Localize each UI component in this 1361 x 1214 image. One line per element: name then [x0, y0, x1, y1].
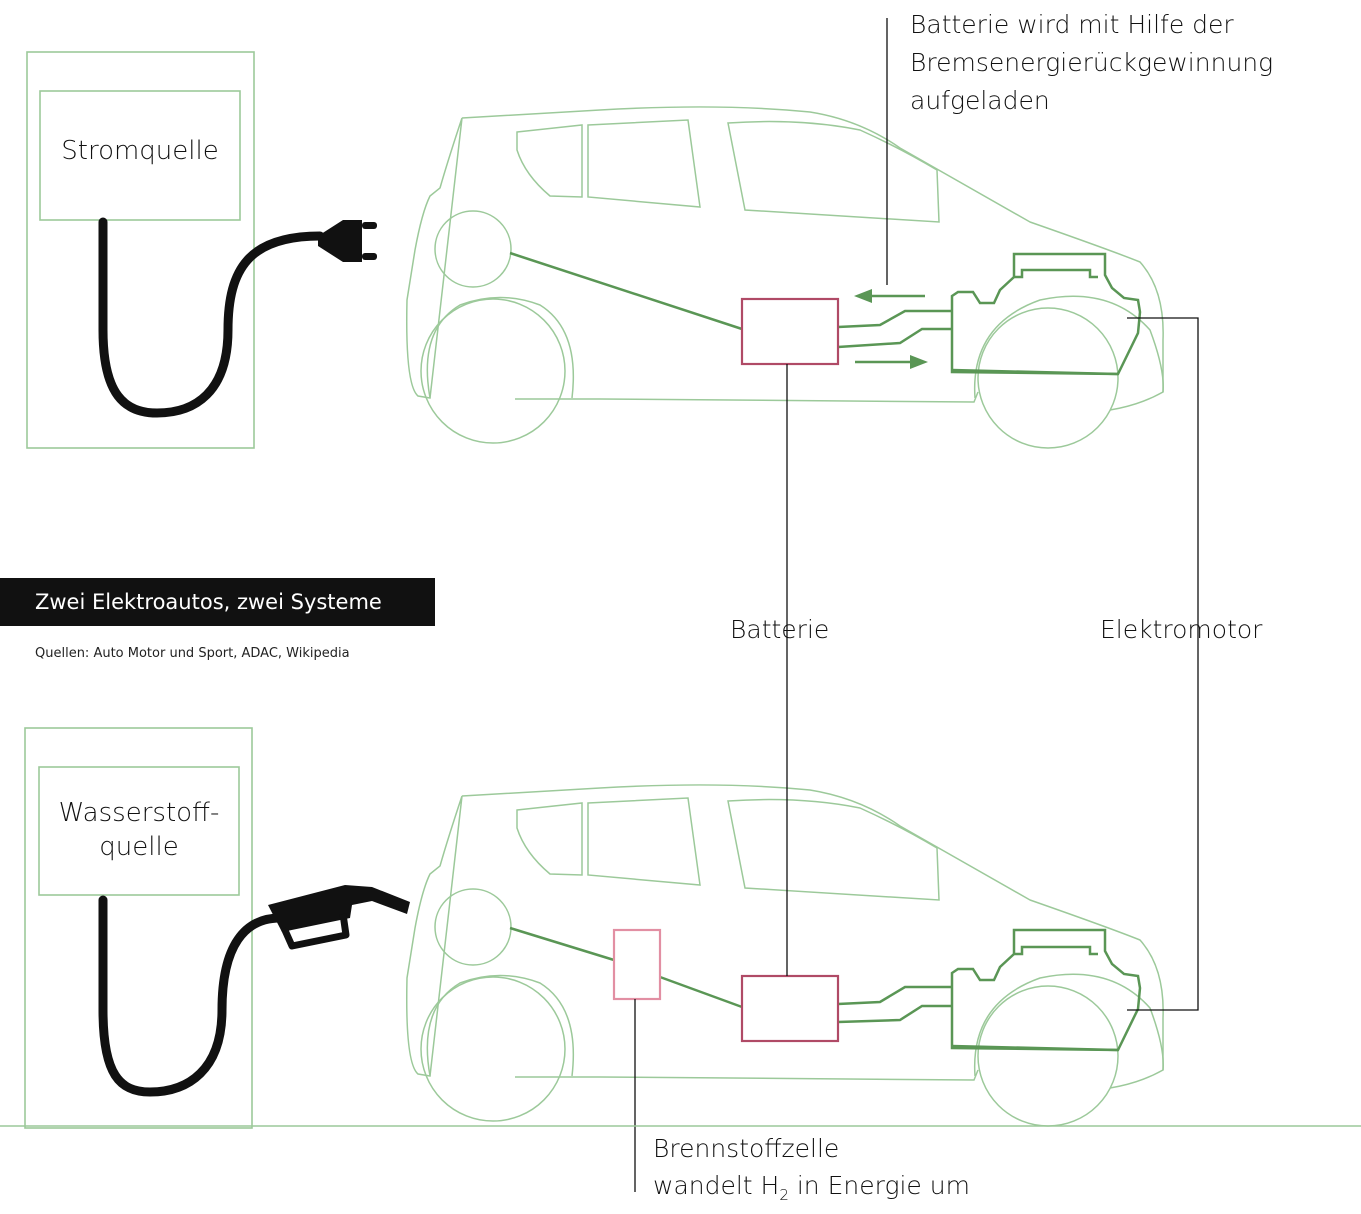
fuel-cell-line2-suffix: in Energie um: [788, 1171, 970, 1200]
bottom-hose: [98, 895, 285, 1097]
recuperation-line1: Batterie wird mit Hilfe der: [910, 10, 1234, 39]
top-arrows: [854, 289, 928, 369]
title-bar: Zwei Elektroautos, zwei Systeme: [0, 578, 435, 626]
top-charging-station: [26, 51, 255, 449]
bottom-station-label-line2: quelle: [99, 832, 179, 863]
top-car-outline: [406, 106, 1164, 449]
recuperation-line3: aufgeladen: [910, 86, 1050, 115]
arrow-right-icon: [855, 355, 928, 369]
motor-label: Elektromotor: [1100, 615, 1263, 644]
bottom-car-outline: [406, 784, 1164, 1127]
fuel-cell-line2-prefix: wandelt H: [653, 1171, 780, 1200]
fuel-cell-label: Brennstoffzelle wandelt H2 in Energie um: [653, 1130, 970, 1214]
fuel-nozzle-icon: [268, 885, 410, 950]
sources-note: Quellen: Auto Motor und Sport, ADAC, Wik…: [35, 646, 350, 661]
top-cable: [98, 217, 325, 418]
fuel-cell-line2-sub: 2: [779, 1186, 789, 1204]
fuel-cell-line2: wandelt H2 in Energie um: [653, 1167, 970, 1214]
top-station-label: Stromquelle: [61, 136, 219, 166]
leader-lines: [634, 18, 1199, 1192]
bottom-station-label: Wasserstoff- quelle: [39, 796, 239, 865]
fuel-cell-line1: Brennstoffzelle: [653, 1134, 840, 1163]
battery-label: Batterie: [730, 615, 830, 644]
arrow-left-icon: [854, 289, 925, 303]
bottom-drivetrain: [509, 926, 1142, 1052]
top-drivetrain: [509, 251, 1142, 376]
bottom-battery-box: [740, 974, 840, 1043]
fuel-cell-box: [612, 928, 662, 1001]
recuperation-line2: Bremsenergierückgewinnung: [910, 48, 1274, 77]
top-battery-box: [740, 297, 840, 366]
bottom-station-label-line1: Wasserstoff-: [58, 798, 220, 828]
recuperation-label: Batterie wird mit Hilfe der Bremsenergie…: [910, 6, 1273, 120]
plug-icon: [318, 220, 377, 262]
bottom-hydrogen-station: [24, 727, 253, 1129]
title-text: Zwei Elektroautos, zwei Systeme: [35, 590, 382, 614]
